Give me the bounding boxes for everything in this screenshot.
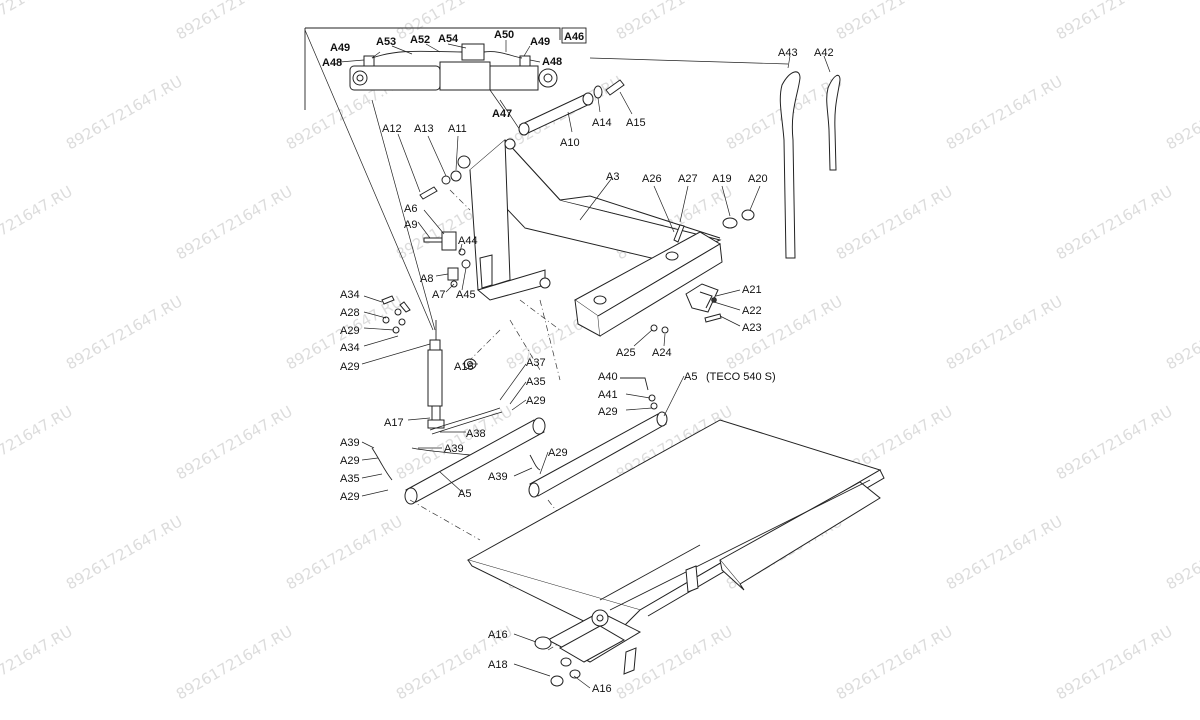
label-a17: A17 — [384, 417, 404, 429]
label-a53: A53 — [376, 36, 396, 48]
label-a46: A46 — [564, 31, 584, 43]
label-a3: A3 — [606, 171, 619, 183]
label-a52: A52 — [410, 34, 430, 46]
label-a19: A19 — [712, 173, 732, 185]
label-a38: A38 — [466, 428, 486, 440]
label-a10: A10 — [560, 137, 580, 149]
watermark-text: 89261721647.RU — [0, 182, 76, 263]
label-a9: A9 — [404, 219, 417, 231]
label-a21: A21 — [742, 284, 762, 296]
label-a29-left: A29 — [340, 455, 360, 467]
watermark-text: 89261721647.RU — [0, 0, 76, 43]
label-a13: A13 — [414, 123, 434, 135]
cylinder-assembly — [304, 27, 561, 331]
watermark-text: 89261721647.RU — [1163, 512, 1200, 593]
label-a22: A22 — [742, 305, 762, 317]
label-a49: A49 — [330, 42, 350, 54]
label-a39-center: A39 — [488, 471, 508, 483]
label-a39: A39 — [444, 443, 464, 455]
label-a29-center: A29 — [548, 447, 568, 459]
label-a29-right: A29 — [598, 406, 618, 418]
label-a40: A40 — [598, 371, 618, 383]
label-a34-lower: A34 — [340, 342, 360, 354]
label-a50: A50 — [494, 29, 514, 41]
label-a5-lower: A5 — [458, 488, 471, 500]
label-a20: A20 — [748, 173, 768, 185]
label-a39-left: A39 — [340, 437, 360, 449]
label-a11: A11 — [448, 123, 467, 135]
leader-lines — [339, 40, 831, 689]
label-a47: A47 — [492, 108, 512, 120]
watermark-text: 89261721647.RU — [173, 182, 296, 263]
label-a16-bottom: A16 — [592, 683, 612, 695]
label-a44: A44 — [458, 235, 478, 247]
label-a37: A37 — [526, 357, 546, 369]
watermark-text: 89261721647.RU — [833, 0, 956, 43]
watermark-text: 89261721647.RU — [0, 622, 76, 703]
label-a48-right: A48 — [542, 56, 562, 68]
label-a29-mid: A29 — [526, 395, 546, 407]
watermark-text: 89261721647.RU — [63, 72, 186, 153]
label-a26: A26 — [642, 173, 662, 185]
main-frame — [457, 138, 755, 337]
label-a54: A54 — [438, 33, 459, 45]
rollers — [404, 394, 668, 505]
watermark-text: 89261721647.RU — [943, 72, 1066, 153]
label-a27: A27 — [678, 173, 698, 185]
label-a14: A14 — [592, 117, 612, 129]
label-a41: A41 — [598, 389, 618, 401]
watermark-text: 89261721647.RU — [833, 182, 956, 263]
tines — [779, 71, 841, 259]
lift-cylinder — [381, 295, 477, 429]
label-a6: A6 — [404, 203, 417, 215]
label-teco-note: (TECO 540 S) — [706, 371, 776, 383]
label-a35-left: A35 — [340, 473, 360, 485]
watermark-text: 89261721647.RU — [1053, 402, 1176, 483]
label-a24: A24 — [652, 347, 672, 359]
label-a15: A15 — [626, 117, 646, 129]
label-a16-lower: A16 — [488, 629, 508, 641]
label-a29-lower: A29 — [340, 361, 360, 373]
label-a43: A43 — [778, 47, 798, 59]
watermark-text: 89261721647.RU — [833, 622, 956, 703]
watermark-text: 89261721647.RU — [173, 622, 296, 703]
watermark-text: 89261721647.RU — [173, 0, 296, 43]
label-a29-bottom-left: A29 — [340, 491, 360, 503]
pivot-pin — [518, 79, 625, 136]
label-a18: A18 — [488, 659, 508, 671]
watermark-text: 89261721647.RU — [0, 402, 76, 483]
watermark-text: 89261721647.RU — [1053, 182, 1176, 263]
label-a42: A42 — [814, 47, 834, 59]
label-a25: A25 — [616, 347, 636, 359]
label-a34: A34 — [340, 289, 360, 301]
watermark-text: 89261721647.RU — [613, 0, 736, 43]
watermark-text: 89261721647.RU — [173, 402, 296, 483]
label-a12: A12 — [382, 123, 402, 135]
label-a29: A29 — [340, 325, 360, 337]
label-a8: A8 — [420, 273, 433, 285]
label-a35: A35 — [526, 376, 546, 388]
label-a16: A16 — [454, 361, 474, 373]
watermark-text: 89261721647.RU — [63, 512, 186, 593]
watermark-text: 89261721647.RU — [1053, 622, 1176, 703]
label-box-a46 — [561, 27, 587, 44]
watermark-text: 89261721647.RU — [1163, 292, 1200, 373]
watermark-text: 89261721647.RU — [1163, 72, 1200, 153]
label-a45: A45 — [456, 289, 476, 301]
hoses — [371, 377, 649, 481]
label-a5: A5 — [684, 371, 697, 383]
label-a48: A48 — [322, 57, 342, 69]
label-a28: A28 — [340, 307, 360, 319]
watermark-text: 89261721647.RU — [943, 292, 1066, 373]
label-a49-right: A49 — [530, 36, 550, 48]
label-a7: A7 — [432, 289, 445, 301]
watermark-text: 89261721647.RU — [1053, 0, 1176, 43]
blade — [466, 419, 885, 687]
watermark-text: 89261721647.RU — [63, 292, 186, 373]
watermark-text: 89261721647.RU — [283, 512, 406, 593]
label-a23: A23 — [742, 322, 762, 334]
watermark-text: 89261721647.RU — [943, 512, 1066, 593]
part-labels: A46 A49 A53 A52 A54 A50 A49 A48 A48 A47 … — [322, 27, 834, 695]
